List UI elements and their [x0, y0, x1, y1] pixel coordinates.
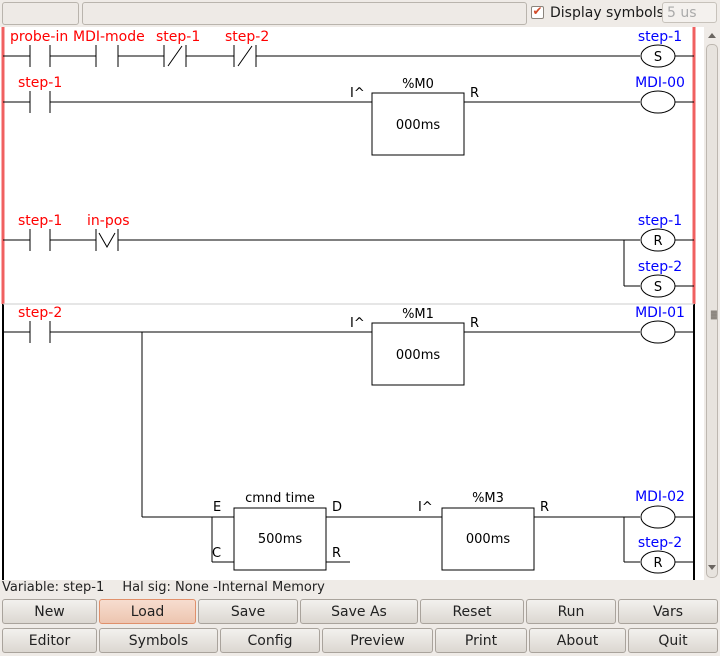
- contact-label: probe-in: [10, 29, 68, 45]
- ladder-diagram[interactable]: probe-in MDI-mode step-1 step-2 step-1 s…: [0, 27, 704, 580]
- scan-time-field[interactable]: 5 us: [662, 2, 717, 23]
- contact-label: step-2: [225, 29, 269, 45]
- preview-button[interactable]: Preview: [322, 628, 433, 653]
- contact-label: step-1: [18, 213, 62, 229]
- timer-preset: 500ms: [258, 532, 302, 547]
- coil-type-set: S: [654, 50, 662, 65]
- vars-button[interactable]: Vars: [618, 599, 718, 624]
- new-button[interactable]: New: [2, 599, 97, 624]
- save-as-button[interactable]: Save As: [300, 599, 418, 624]
- coil-label: MDI-02: [635, 489, 685, 505]
- save-button[interactable]: Save: [198, 599, 298, 624]
- timer-reset-label: R: [332, 546, 341, 561]
- coil-label: step-1: [638, 29, 682, 45]
- timer-input-label: I^: [350, 316, 365, 331]
- timer-reset-label: R: [470, 316, 479, 331]
- top-toolbar: ✔ Display symbols 5 us: [0, 0, 720, 27]
- coil-type-set: S: [654, 280, 662, 295]
- coil-type-reset: R: [653, 556, 662, 571]
- run-button[interactable]: Run: [526, 599, 616, 624]
- contact-label: in-pos: [87, 213, 130, 229]
- display-symbols-label: Display symbols: [550, 5, 664, 21]
- coil-label: MDI-00: [635, 75, 685, 91]
- coil-type-reset: R: [653, 234, 662, 249]
- timer-done-label: D: [332, 500, 342, 515]
- timer-input-label: I^: [350, 86, 365, 101]
- editor-button[interactable]: Editor: [2, 628, 97, 653]
- timer-input-label: I^: [418, 500, 433, 515]
- status-bar: Variable: step-1 Hal sig: None -Internal…: [2, 580, 702, 596]
- load-button[interactable]: Load: [99, 599, 196, 624]
- timer-preset: 000ms: [466, 532, 510, 547]
- config-button[interactable]: Config: [220, 628, 320, 653]
- coil-label: MDI-01: [635, 305, 685, 321]
- rung-comment-field[interactable]: [2, 2, 79, 25]
- variable-status: Variable: step-1: [2, 580, 105, 595]
- timer-name: cmnd time: [245, 491, 315, 506]
- coil-label: step-2: [638, 259, 682, 275]
- scrollbar-thumb[interactable]: ▬▬▬: [706, 44, 718, 578]
- timer-preset: 000ms: [396, 118, 440, 133]
- timer-reset-label: R: [540, 500, 549, 515]
- about-button[interactable]: About: [529, 628, 626, 653]
- timer-enable-label: E: [213, 500, 221, 515]
- timer-preset: 000ms: [396, 348, 440, 363]
- timer-reset-label: R: [470, 86, 479, 101]
- timer-name: %M1: [402, 307, 434, 322]
- vertical-scrollbar[interactable]: ▬▬▬: [704, 27, 720, 580]
- contact-label: step-1: [156, 29, 200, 45]
- grip-icon: ▬▬▬: [710, 307, 718, 322]
- timer-control-label: C: [212, 546, 221, 561]
- check-icon: ✔: [532, 4, 543, 18]
- hal-signal-status: Hal sig: None -Internal Memory: [122, 580, 325, 595]
- reset-button[interactable]: Reset: [420, 599, 524, 624]
- coil-label: step-2: [638, 535, 682, 551]
- contact-label: step-2: [18, 305, 62, 321]
- scroll-down-icon[interactable]: [708, 565, 716, 570]
- coil-label: step-1: [638, 213, 682, 229]
- contact-label: step-1: [18, 75, 62, 91]
- timer-name: %M3: [472, 491, 504, 506]
- timer-name: %M0: [402, 77, 434, 92]
- scroll-up-icon[interactable]: [708, 33, 716, 38]
- display-symbols-checkbox[interactable]: ✔: [531, 4, 544, 19]
- print-button[interactable]: Print: [435, 628, 527, 653]
- symbols-button[interactable]: Symbols: [99, 628, 218, 653]
- quit-button[interactable]: Quit: [628, 628, 718, 653]
- rung-label-field[interactable]: [82, 2, 527, 25]
- contact-label: MDI-mode: [73, 29, 145, 45]
